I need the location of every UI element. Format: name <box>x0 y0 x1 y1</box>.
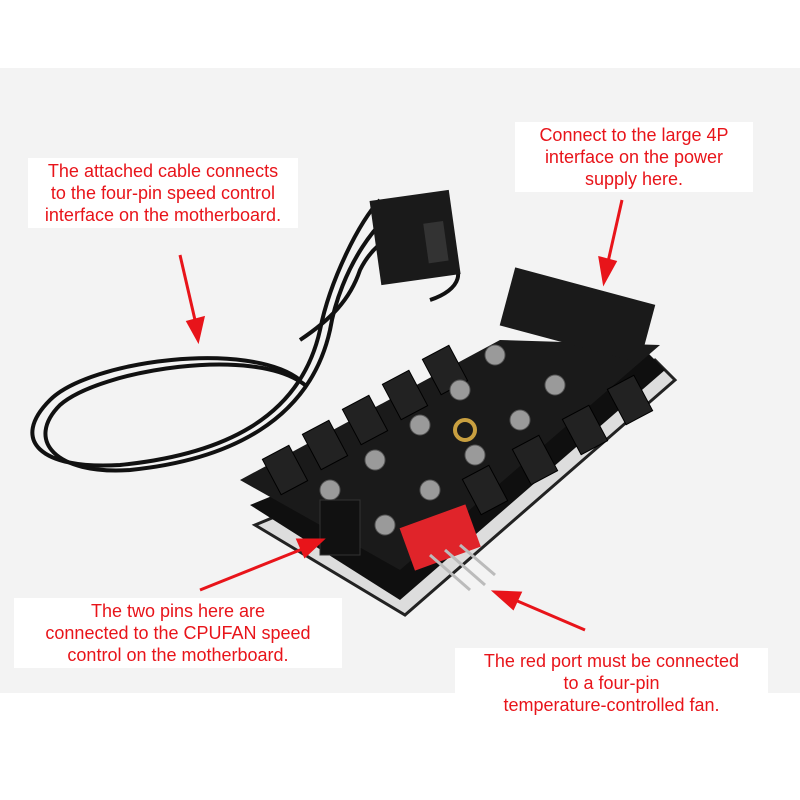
annotation-line: The attached cable connects <box>47 161 279 181</box>
annotation-line: The red port must be connected <box>483 651 740 671</box>
red-port <box>399 504 496 592</box>
cpufan-annotation: The two pins here are connected to the C… <box>14 598 342 668</box>
cable-annotation: The attached cable connects to the four-… <box>28 158 298 228</box>
annotation-line: The two pins here are <box>90 601 266 621</box>
annotation-arrows <box>178 199 624 632</box>
annotation-line: to the four-pin speed control <box>50 183 276 203</box>
cable-connector <box>369 189 461 286</box>
annotation-line: temperature-controlled fan. <box>503 695 720 715</box>
annotation-line: control on the motherboard. <box>67 645 289 665</box>
annotation-line: to a four-pin <box>563 673 660 693</box>
fan-hub-board <box>240 267 678 617</box>
annotation-line: supply here. <box>584 169 684 189</box>
annotation-line: connected to the CPUFAN speed <box>45 623 311 643</box>
annotation-line: interface on the power <box>544 147 724 167</box>
red-port-annotation: The red port must be connected to a four… <box>455 648 768 718</box>
annotation-line: interface on the motherboard. <box>44 205 282 225</box>
power-annotation: Connect to the large 4P interface on the… <box>515 122 753 192</box>
annotation-line: Connect to the large 4P <box>539 125 729 145</box>
